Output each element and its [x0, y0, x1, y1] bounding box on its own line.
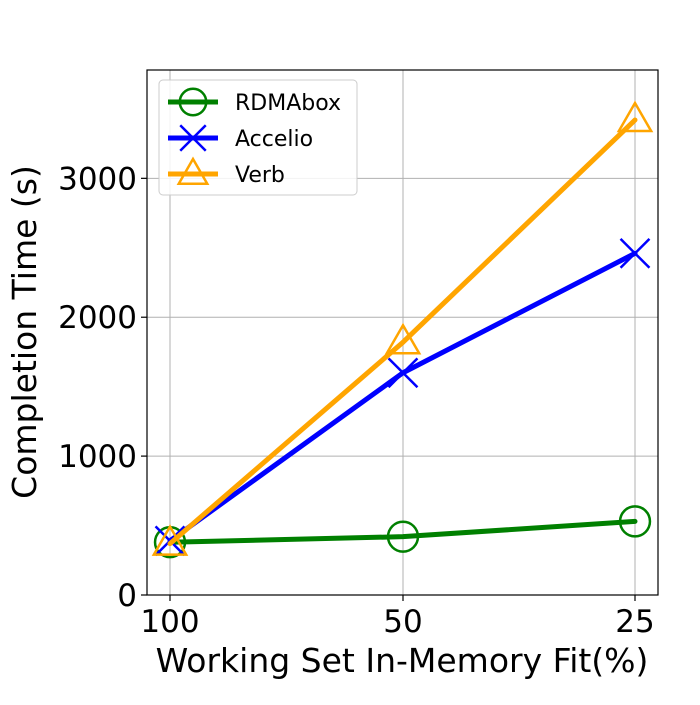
series-line: [167, 518, 638, 545]
legend-box: [158, 79, 358, 196]
x-marker: [387, 357, 419, 389]
series-group: [151, 100, 654, 559]
series-verb: [151, 100, 654, 556]
series-line: [167, 117, 638, 547]
x-marker: [619, 237, 651, 269]
ticks: 100 50 25 0 1000 2000 3000: [58, 161, 655, 640]
y-tick-label: 1000: [58, 439, 137, 475]
y-axis-label: Completion Time (s): [5, 165, 44, 499]
legend-label: Accelio: [235, 127, 313, 152]
x-tick-label: 25: [615, 604, 654, 640]
legend-item-rdmabox: RDMAbox: [168, 87, 341, 117]
circle-marker: [178, 87, 208, 117]
circle-marker: [618, 505, 652, 538]
x-marker-stroke: [619, 237, 651, 269]
legend-item-verb: Verb: [168, 156, 285, 188]
x-marker-stroke: [387, 357, 419, 389]
y-tick-label: 0: [117, 578, 137, 614]
legend-label: RDMAbox: [235, 91, 341, 116]
series-rdmabox: [153, 505, 652, 559]
y-tick-label: 2000: [58, 300, 137, 336]
x-marker-stroke: [179, 124, 207, 152]
triangle-marker: [616, 100, 654, 133]
triangle-marker: [176, 156, 210, 185]
x-marker: [179, 124, 207, 152]
triangle-marker: [151, 524, 189, 556]
legend-item-accelio: Accelio: [168, 124, 313, 152]
x-tick-label: 50: [383, 604, 422, 640]
legend-label: Verb: [235, 163, 285, 188]
circle-marker: [386, 520, 420, 553]
y-tick-label: 3000: [58, 161, 137, 197]
x-tick-label: 100: [140, 604, 199, 640]
triangle-marker: [384, 322, 422, 355]
x-axis-label: Working Set In-Memory Fit(%): [156, 641, 649, 680]
